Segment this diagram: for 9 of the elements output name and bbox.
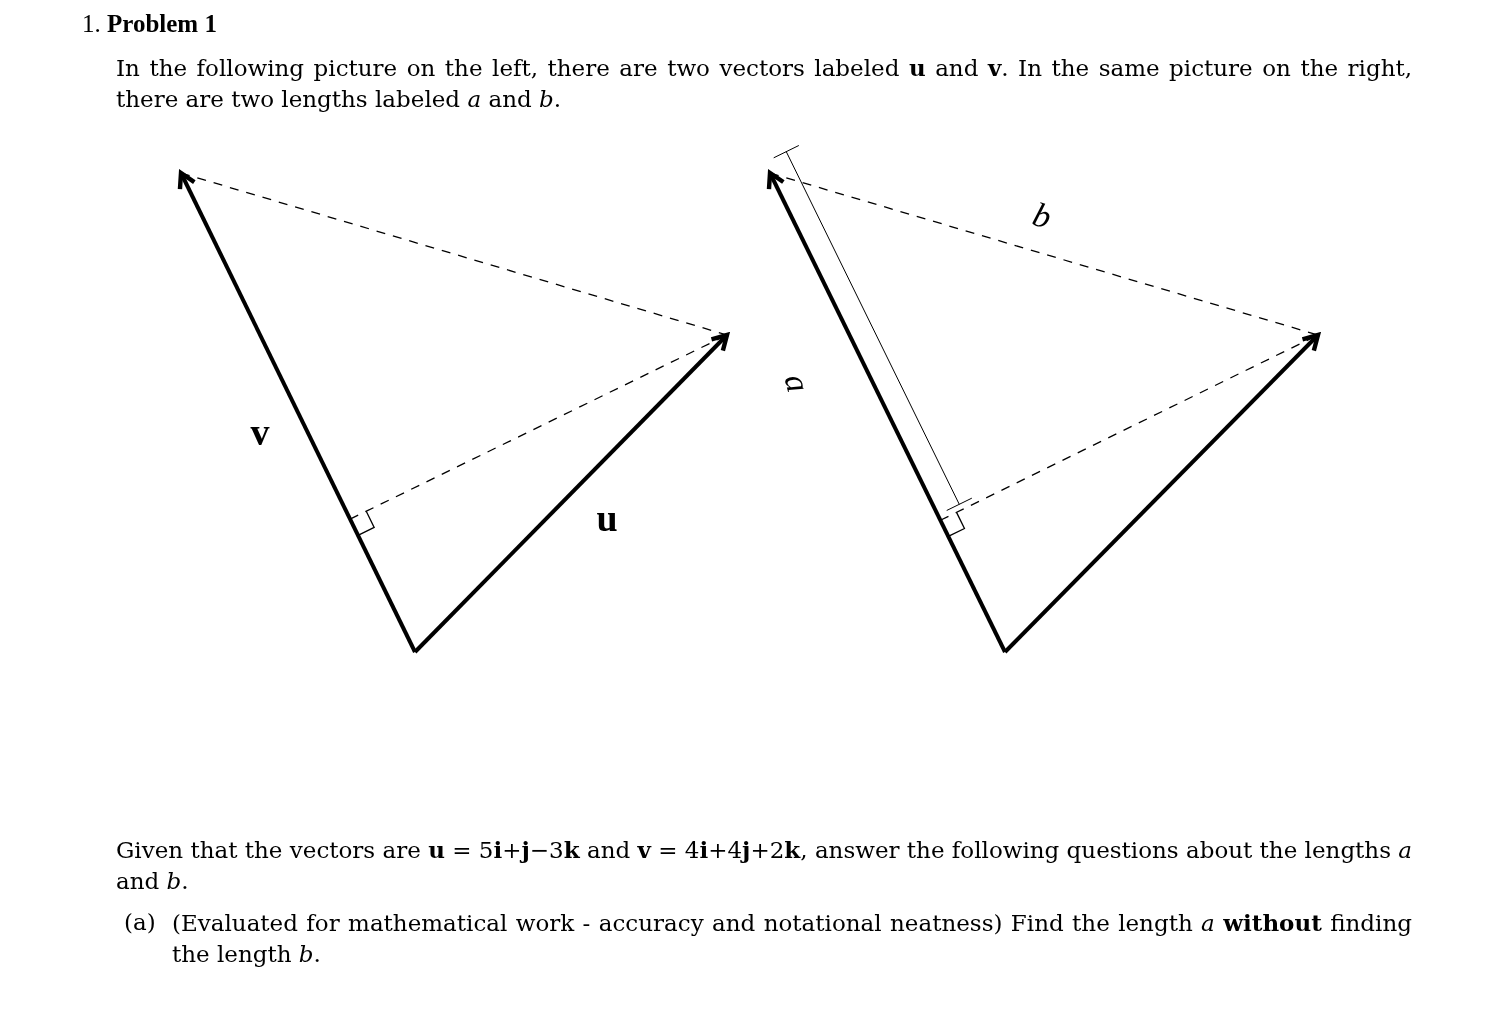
length-label: b: [1028, 197, 1056, 235]
question-paragraph: Given that the vectors are u = 5i+j−3k and v = 4i+4j+2k, answer the following questions about the lengths a and b.: [116, 835, 1412, 896]
intro-paragraph: In the following picture on the left, there are two vectors labeled u and v. In the same picture on the right, there are two lengths labeled a and b.: [116, 53, 1412, 114]
length-label: a: [778, 370, 816, 396]
vector-label: v: [250, 413, 270, 451]
problem-heading: 1. Problem 1: [82, 9, 217, 39]
item-marker: (a): [124, 908, 156, 937]
question-item: (Evaluated for mathematical work - accuracy and notational neatness) Find the length a without finding the length b.: [172, 908, 1412, 969]
vector-label: u: [596, 499, 618, 537]
